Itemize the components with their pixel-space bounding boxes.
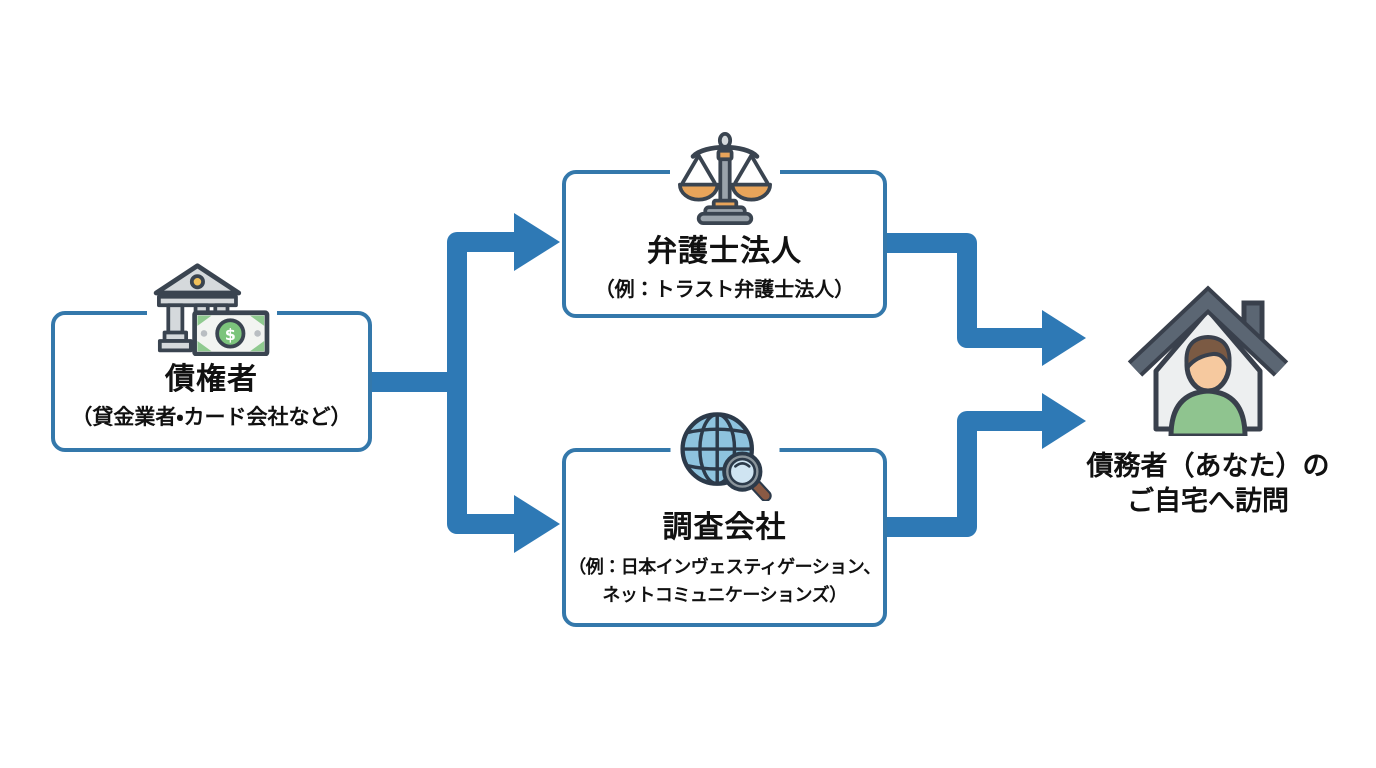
lawyer-box: 弁護士法人 （例：トラスト弁護士法人） (562, 132, 887, 318)
arrow-to-investigator (447, 382, 516, 534)
globe-magnifier-icon (670, 411, 779, 502)
arrow-lawyer-to-debtor (886, 233, 1086, 366)
bank-money-icon: $ (146, 262, 277, 357)
arrowhead-to-lawyer (514, 213, 560, 271)
arrow-to-lawyer (447, 232, 516, 382)
person-in-house (1167, 335, 1248, 436)
lawyer-title: 弁護士法人 (647, 235, 802, 268)
arrowhead-to-investigator (514, 495, 560, 553)
investigator-subtitle-line1: （例：日本インヴェスティゲーション、 (568, 557, 881, 577)
arrowhead-lawyer-to-debtor (1042, 310, 1086, 366)
investigator-box: 調査会社 （例：日本インヴェスティゲーション、 ネットコミュニケーションズ） (562, 411, 887, 627)
lawyer-subtitle: （例：トラスト弁護士法人） (594, 279, 855, 301)
investigator-title: 調査会社 (662, 511, 787, 544)
debtor-caption-line1: 債務者（あなた）の (1086, 451, 1330, 481)
creditor-subtitle: （貸金業者・カード会社など） (71, 406, 352, 429)
creditor-box: $ 債権者 （貸金業者・カード会社など） (51, 262, 372, 452)
scales-of-justice-icon (669, 132, 780, 226)
debtor-caption-line2: ご自宅へ訪問 (1127, 486, 1289, 516)
fork-arrow-from-creditor (370, 213, 560, 553)
arrow-investigator-to-debtor (886, 393, 1086, 537)
investigator-subtitle-line2: ネットコミュニケーションズ） (602, 585, 847, 605)
creditor-title: 債権者 (165, 363, 258, 396)
dollar-sign: $ (224, 325, 235, 344)
arrowhead-investigator-to-debtor (1042, 393, 1086, 449)
house-person-icon (1125, 283, 1292, 436)
debtor-home: 債務者（あなた）の ご自宅へ訪問 (1040, 283, 1376, 519)
